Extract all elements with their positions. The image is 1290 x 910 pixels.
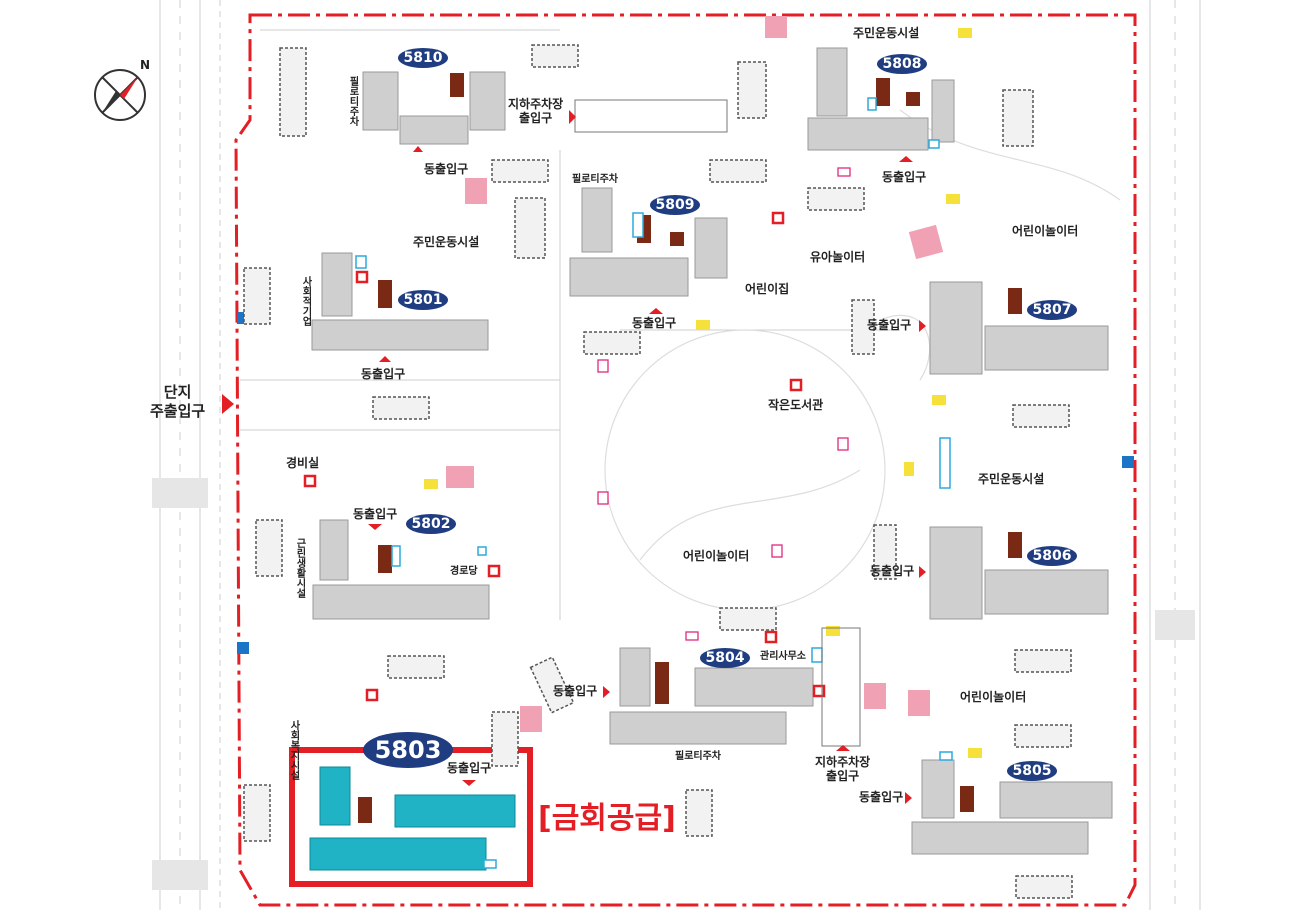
red-arrow-icon (222, 110, 926, 804)
building-entrance-label: 동출입구 (353, 507, 398, 521)
main-entrance-label: 단지 주출입구 (150, 383, 206, 420)
fitness-right-label: 주민운동시설 (978, 472, 1045, 486)
buildings (311, 47, 1113, 855)
building-entrance-label: 동출입구 (859, 790, 904, 804)
daycare-label: 어린이집 (745, 282, 790, 296)
building-5803-units (309, 766, 516, 871)
piloti-parking-vertical-label: 필로티주차 (347, 76, 358, 126)
senior-center-label: 경로당 (450, 566, 478, 577)
access-markers (355, 97, 953, 869)
building-entrance-label: 동출입구 (870, 564, 915, 578)
ev-boxes (358, 73, 1022, 823)
facility-markers (303, 211, 826, 702)
parking-exit-label-bottom: 지하주차장 출입구 (815, 755, 871, 783)
playground-right-top-label: 어린이놀이터 (1012, 224, 1079, 238)
building-label-5810: 5810 (398, 48, 448, 68)
playground-right-bottom-label: 어린이놀이터 (960, 690, 1027, 704)
guard-house-label: 경비실 (286, 456, 320, 470)
building-entrance-label: 동출입구 (361, 367, 406, 381)
small-library-label: 작은도서관 (768, 398, 824, 412)
trash-markers (597, 167, 851, 641)
building-label-5809: 5809 (650, 195, 700, 215)
bicycle-icon (424, 28, 982, 758)
shared-workplace-label: 사회적기업 (300, 276, 311, 326)
building-label-5801: 5801 (398, 290, 448, 310)
building-label-5803: 5803 (363, 732, 453, 768)
playground-center-label: 어린이놀이터 (683, 549, 750, 563)
community-facility-label: 사회복지시설 (288, 720, 299, 780)
site-boundary (234, 13, 1137, 907)
neighborhood-facility-label: 근린생활시설 (294, 538, 305, 598)
building-label-5804: 5804 (700, 648, 750, 668)
piloti-parking-label: 필로티주차 (572, 174, 618, 185)
building-entrance-label: 동출입구 (882, 170, 927, 184)
building-label-5805: 5805 (1007, 761, 1057, 781)
compass-icon (94, 69, 146, 121)
building-entrance-label: 동출입구 (447, 761, 492, 775)
management-office-label: 관리사무소 (760, 651, 806, 662)
parking-exit-label-top: 지하주차장 출입구 (508, 97, 564, 125)
zebra-crossings (152, 478, 1195, 890)
parking-blocks (243, 44, 1073, 899)
piloti-parking-label-bottom: 필로티주차 (675, 751, 721, 762)
fitness-top-label: 주민운동시설 (853, 26, 920, 40)
infant-playground-label: 유아놀이터 (810, 250, 866, 264)
building-entrance-label: 동출입구 (867, 318, 912, 332)
building-entrance-label: 동출입구 (424, 162, 469, 176)
building-entrance-label: 동출입구 (553, 684, 598, 698)
building-label-5806: 5806 (1027, 546, 1077, 566)
supply-label: [금회공급] (538, 801, 676, 836)
building-label-5802: 5802 (406, 514, 456, 534)
building-entrance-label: 동출입구 (632, 316, 677, 330)
compass-north-label: N (140, 58, 151, 72)
pink-markers (446, 16, 944, 732)
building-label-5807: 5807 (1027, 300, 1077, 320)
building-label-5808: 5808 (877, 54, 927, 74)
fitness-left-label: 주민운동시설 (413, 235, 480, 249)
